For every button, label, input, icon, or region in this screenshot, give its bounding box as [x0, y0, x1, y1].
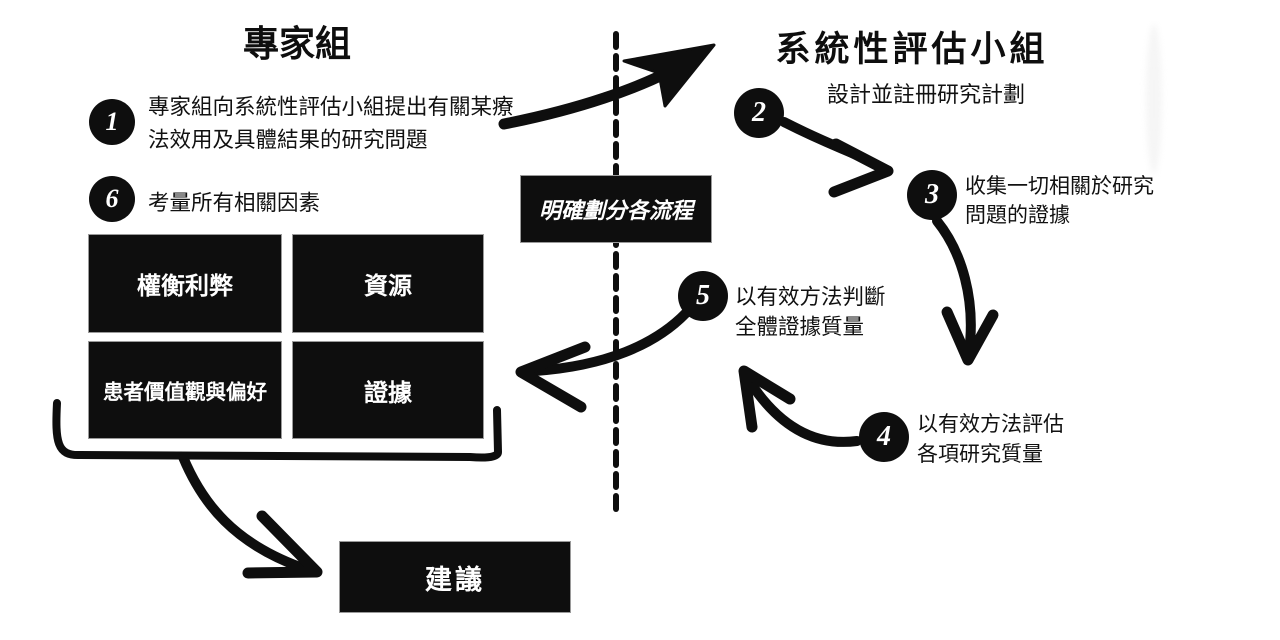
arrow-bracket-to-recommendation [178, 452, 305, 572]
arrow-step5-head [515, 341, 591, 413]
step-6-text: 考量所有相關因素 [148, 191, 321, 215]
arrow-step4-head [738, 365, 796, 433]
factor-box-resources: 資源 [292, 234, 484, 333]
step-1-text: 專家組向系統性評估小組提出有關某療法效用及具體結果的研究問題 [148, 95, 514, 152]
step-4-number-badge: 4 [859, 412, 909, 462]
step-2-text: 設計並註冊研究計劃 [827, 82, 1026, 107]
arrow-step4-to-step5 [745, 377, 862, 447]
step-1-number-badge: 1 [89, 99, 135, 145]
recommendation-box: 建議 [339, 541, 571, 613]
factor-box-evidence: 證據 [292, 341, 484, 439]
arrow-step1-head [622, 43, 716, 108]
step-2-number-badge: 2 [734, 88, 784, 138]
arrow-step3-head [941, 306, 999, 366]
arrow-step5-to-factors [530, 308, 691, 376]
step-3-text: 收集一切相關於研究問題的證據 [965, 174, 1154, 227]
factor-box-patient-values: 患者價值觀與偏好 [88, 341, 282, 439]
factor-box-benefits-harms: 權衡利弊 [88, 234, 282, 333]
step-3-number-badge: 3 [907, 170, 957, 220]
factors-bracket [52, 399, 502, 462]
step-5-number-badge: 5 [678, 271, 728, 321]
left-panel-title: 專家組 [242, 24, 351, 64]
arrow-step2-head [828, 138, 894, 198]
step-6-number-badge: 6 [89, 176, 135, 222]
step-5-text: 以有效方法判斷全體證據質量 [735, 285, 886, 339]
arrow-step3-to-step4 [932, 216, 976, 357]
right-panel-title: 系統性評估小組 [775, 30, 1049, 69]
divider-label-box: 明確劃分各流程 [520, 175, 712, 243]
arrow-recommendation-head [242, 510, 323, 579]
step-4-text: 以有效方法評估各項研究質量 [917, 412, 1064, 466]
scan-artifact [1146, 24, 1162, 174]
